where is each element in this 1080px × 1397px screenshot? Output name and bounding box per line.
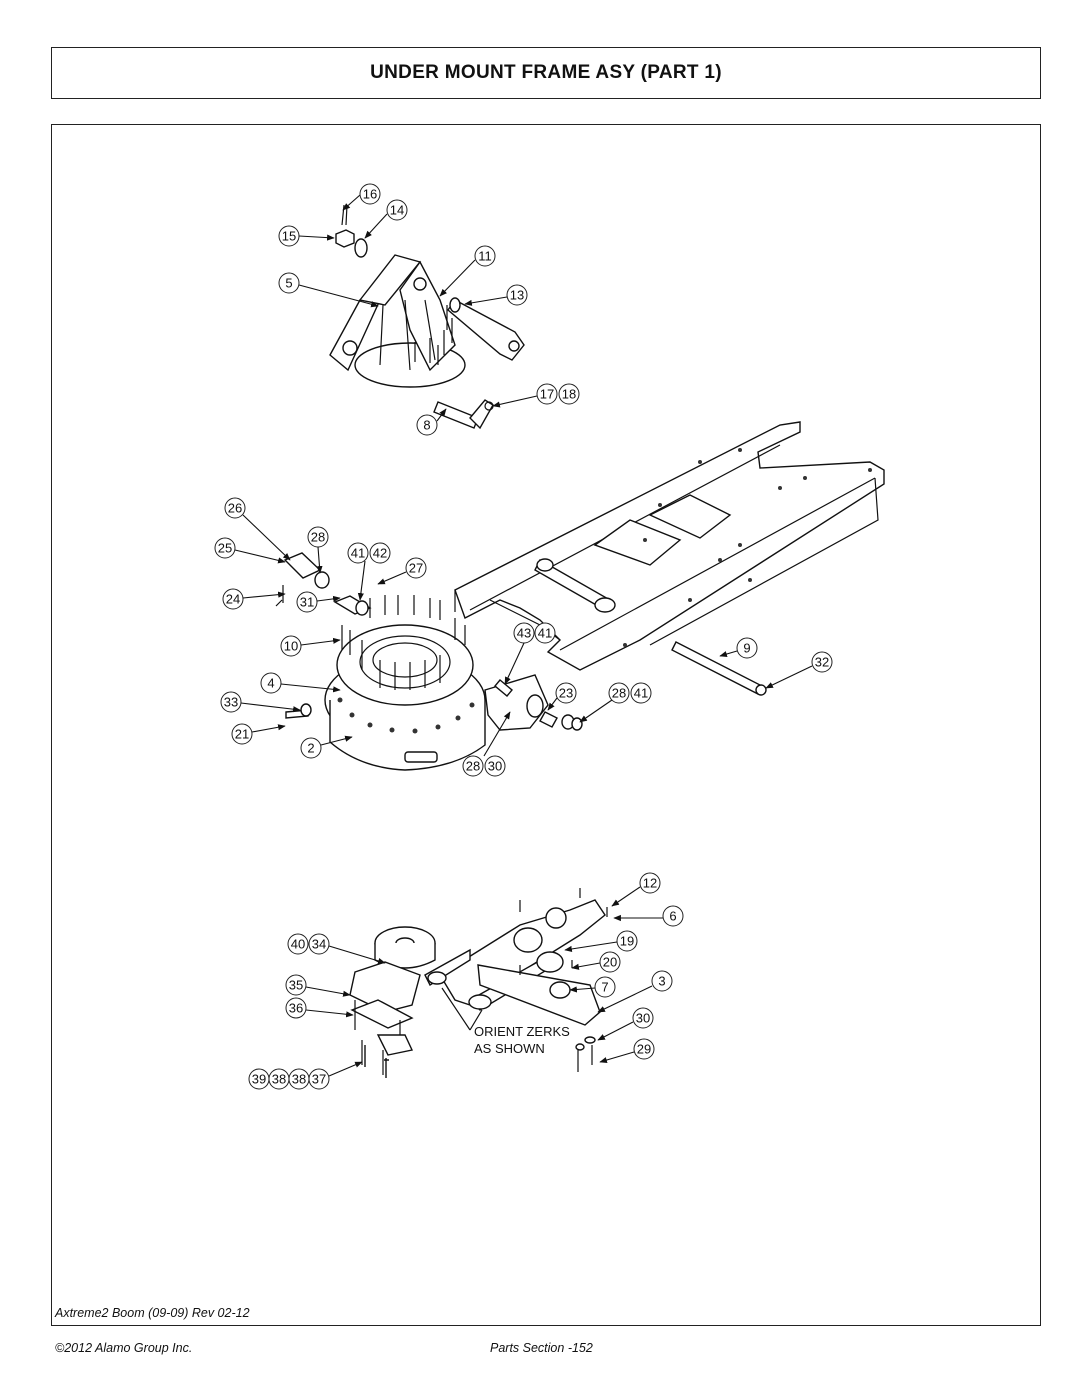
document-reference: Axtreme2 Boom (09-09) Rev 02-12 <box>55 1306 250 1320</box>
callout-30: 30 <box>488 759 502 774</box>
footer-page-number: Parts Section -152 <box>490 1341 593 1355</box>
callout-8: 8 <box>423 418 430 433</box>
callout-26: 26 <box>228 501 242 516</box>
main-frame-assembly <box>275 421 885 771</box>
footer-copyright: ©2012 Alamo Group Inc. <box>55 1341 193 1355</box>
title-box: UNDER MOUNT FRAME ASY (PART 1) <box>51 47 1041 99</box>
note-orient-zerks-line1: ORIENT ZERKS <box>474 1024 570 1039</box>
mount-tower-assembly <box>329 204 525 430</box>
callout-19: 19 <box>620 934 634 949</box>
callout-41: 41 <box>634 686 648 701</box>
callout-35: 35 <box>289 978 303 993</box>
callout-25: 25 <box>218 541 232 556</box>
callout-20: 20 <box>603 955 617 970</box>
callout-5: 5 <box>285 276 292 291</box>
page-title: UNDER MOUNT FRAME ASY (PART 1) <box>370 62 722 83</box>
callout-2: 2 <box>307 741 314 756</box>
callout-34: 34 <box>312 937 326 952</box>
callout-29: 29 <box>637 1042 651 1057</box>
callout-14: 14 <box>390 203 404 218</box>
callout-9: 9 <box>743 641 750 656</box>
callout-18: 18 <box>562 387 576 402</box>
callout-28: 28 <box>466 759 480 774</box>
diagram-frame <box>51 124 1041 1326</box>
callout-30: 30 <box>636 1011 650 1026</box>
note-orient-zerks-line2: AS SHOWN <box>474 1041 545 1056</box>
callout-31: 31 <box>300 595 314 610</box>
callout-17: 17 <box>540 387 554 402</box>
callout-11: 11 <box>478 249 492 264</box>
callout-41: 41 <box>351 546 365 561</box>
callout-27: 27 <box>409 561 423 576</box>
callout-23: 23 <box>559 686 573 701</box>
callout-13: 13 <box>510 288 524 303</box>
callout-21: 21 <box>235 727 249 742</box>
callout-33: 33 <box>224 695 238 710</box>
callout-41: 41 <box>538 626 552 641</box>
callout-28: 28 <box>311 530 325 545</box>
callout-28: 28 <box>612 686 626 701</box>
callout-32: 32 <box>815 655 829 670</box>
callout-3: 3 <box>658 974 665 989</box>
callout-12: 12 <box>643 876 657 891</box>
callout-16: 16 <box>363 187 377 202</box>
callout-24: 24 <box>226 592 240 607</box>
callout-6: 6 <box>669 909 676 924</box>
callout-42: 42 <box>373 546 387 561</box>
callout-37: 37 <box>312 1072 326 1087</box>
callout-43: 43 <box>517 626 531 641</box>
callout-15: 15 <box>282 229 296 244</box>
callout-7: 7 <box>601 980 608 995</box>
callout-40: 40 <box>291 937 305 952</box>
callout-10: 10 <box>284 639 298 654</box>
callout-4: 4 <box>267 676 274 691</box>
callout-36: 36 <box>289 1001 303 1016</box>
callout-38: 38 <box>272 1072 286 1087</box>
callout-39: 39 <box>252 1072 266 1087</box>
callout-38: 38 <box>292 1072 306 1087</box>
